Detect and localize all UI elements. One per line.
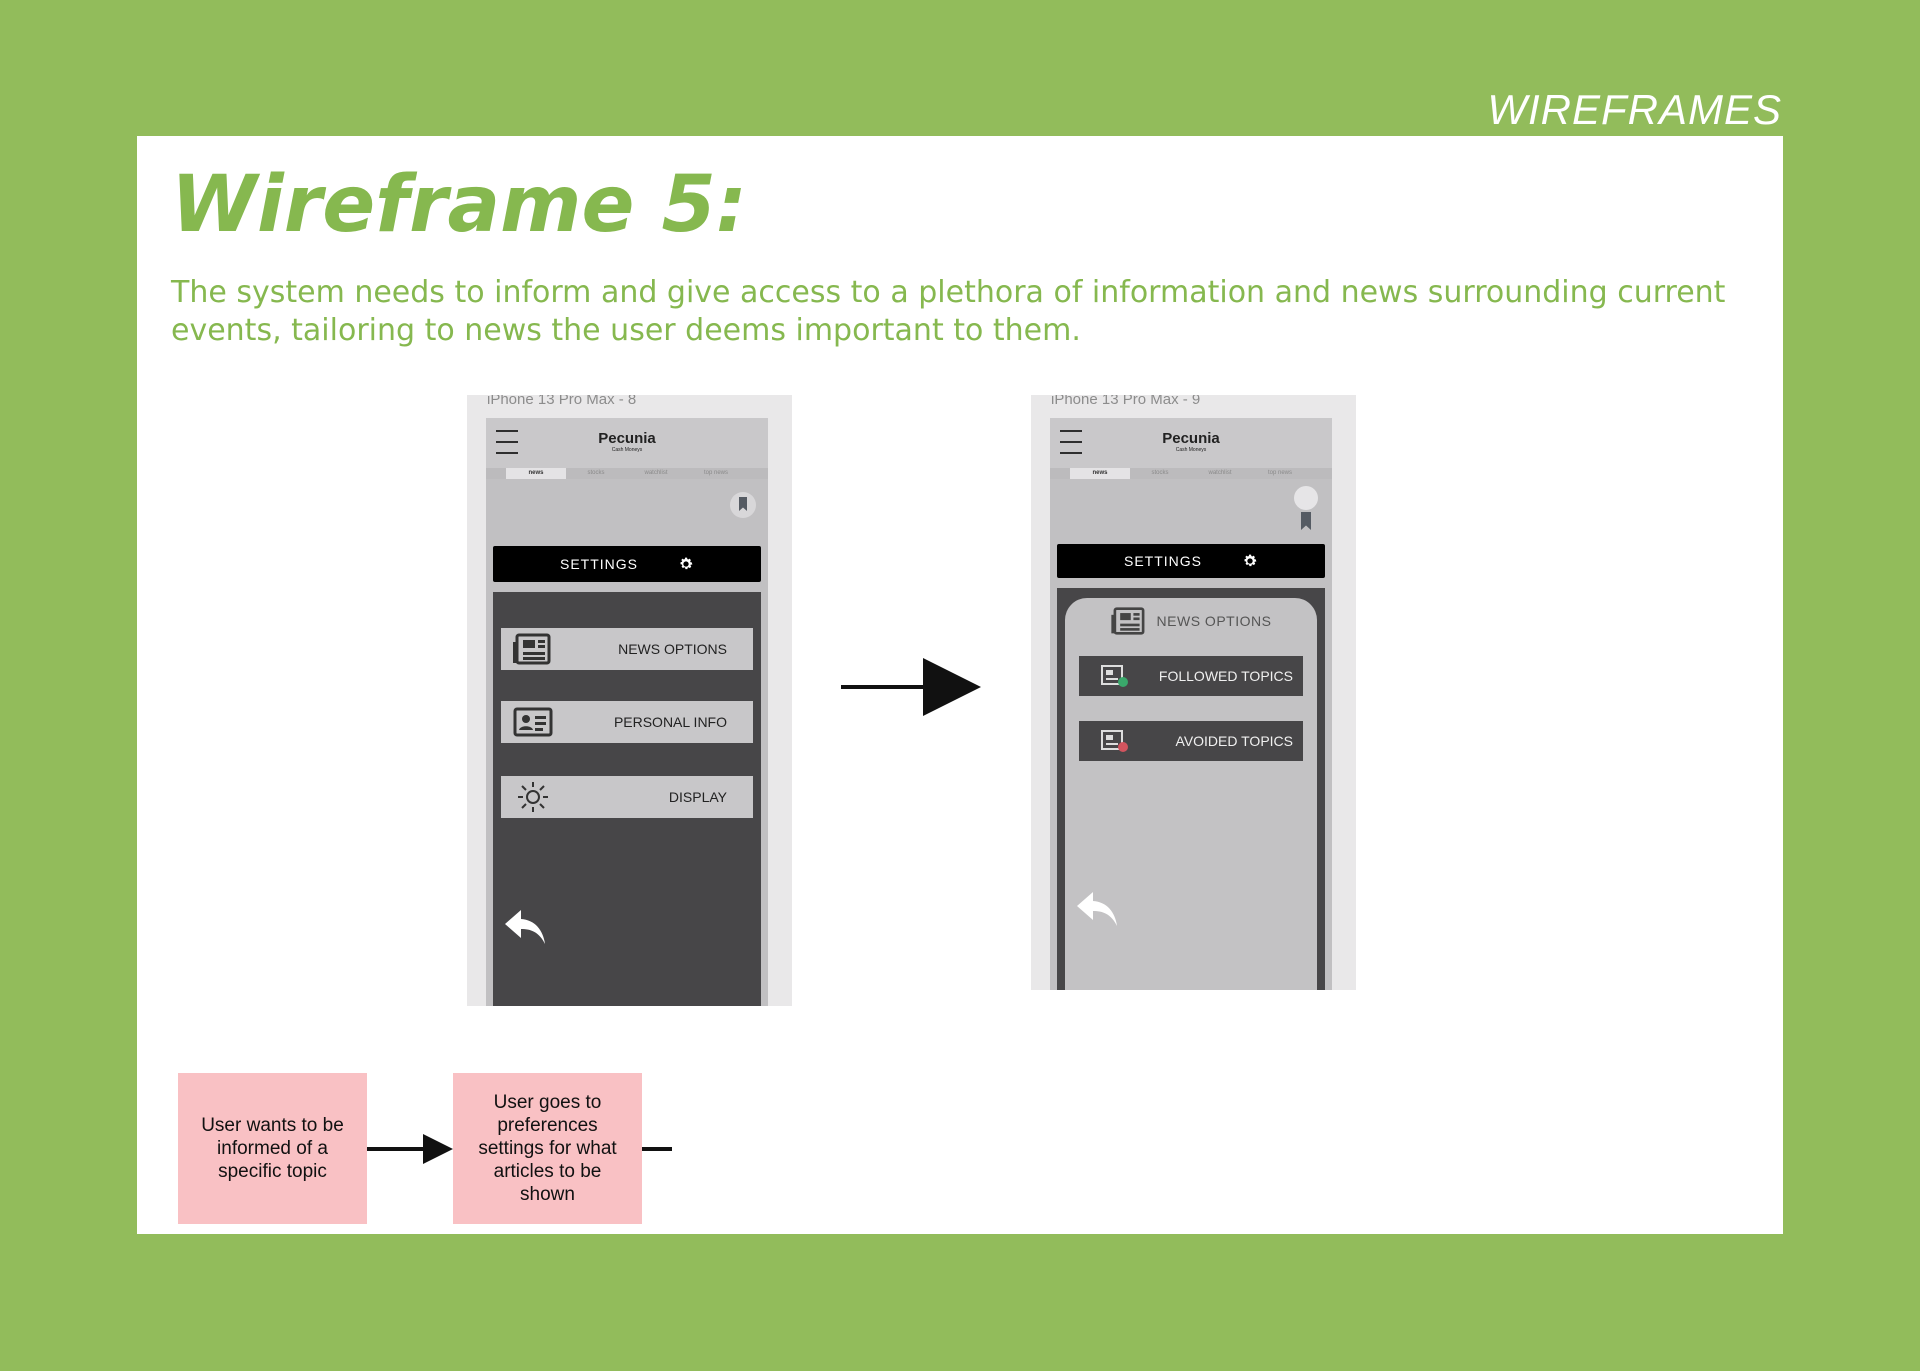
tab-news[interactable]: news [1070, 468, 1130, 479]
avoided-topics-button[interactable]: AVOIDED TOPICS [1079, 721, 1303, 761]
flow-note-step-2: User goes to preferences settings for wh… [453, 1073, 642, 1224]
news-options-header: NEWS OPTIONS [1065, 606, 1317, 636]
avoided-news-icon [1101, 730, 1128, 752]
tab-watchlist[interactable]: watchlist [1208, 470, 1232, 476]
app-brand: Pecunia [1162, 430, 1220, 447]
news-options-title: NEWS OPTIONS [1156, 613, 1272, 629]
tab-news[interactable]: news [506, 468, 566, 479]
gear-icon [680, 557, 693, 570]
flow-connector [642, 1147, 672, 1151]
tab-top-news[interactable]: top news [703, 470, 728, 476]
followed-news-icon [1101, 665, 1128, 687]
wireframe-news-options-screen: iPhone 13 Pro Max - 9 Pecunia Cash Money… [1031, 395, 1356, 990]
app-tabs: news stocks watchlist top news [486, 468, 768, 479]
settings-label: SETTINGS [1123, 553, 1202, 569]
wireframe-settings-screen: iPhone 13 Pro Max - 8 Pecunia Cash Money… [467, 395, 792, 1006]
tab-stocks[interactable]: stocks [587, 470, 605, 476]
newspaper-icon [1110, 607, 1144, 635]
followed-topics-label: FOLLOWED TOPICS [1158, 668, 1293, 684]
page-description: The system needs to inform and give acce… [171, 275, 1726, 348]
device-label: iPhone 13 Pro Max - 8 [487, 395, 637, 408]
bookmark-icon[interactable] [1294, 486, 1320, 536]
sun-icon [518, 782, 548, 812]
app-tabs: news stocks watchlist top news [1050, 468, 1332, 479]
id-card-icon [513, 707, 553, 737]
section-label: WIREFRAMES [1487, 86, 1782, 133]
flow-arrow-icon [841, 658, 981, 716]
menu-item-label: PERSONAL INFO [613, 714, 727, 730]
avoided-topics-label: AVOIDED TOPICS [1175, 733, 1293, 749]
news-options-panel: NEWS OPTIONS FOLLOWED TOPICS AVOIDED TOP… [1057, 588, 1325, 990]
content-panel: Wireframe 5: The system needs to inform … [137, 136, 1783, 1234]
app-brand-subtitle: Cash Moneys [611, 447, 643, 453]
app-top-bar: Pecunia Cash Moneys [486, 418, 768, 468]
back-arrow-icon[interactable] [503, 904, 547, 948]
followed-topics-button[interactable]: FOLLOWED TOPICS [1079, 656, 1303, 696]
app-brand: Pecunia [598, 430, 656, 447]
flow-arrow-icon [367, 1134, 453, 1164]
menu-item-display[interactable]: DISPLAY [501, 776, 753, 818]
phone-screen: Pecunia Cash Moneys news stocks watchlis… [486, 418, 768, 1006]
gear-icon [1244, 554, 1257, 567]
device-label: iPhone 13 Pro Max - 9 [1051, 395, 1201, 408]
newspaper-icon [513, 633, 551, 665]
settings-label: SETTINGS [559, 556, 638, 572]
menu-item-personal-info[interactable]: PERSONAL INFO [501, 701, 753, 743]
tab-top-news[interactable]: top news [1267, 470, 1292, 476]
tab-watchlist[interactable]: watchlist [644, 470, 668, 476]
tab-stocks[interactable]: stocks [1151, 470, 1169, 476]
app-top-bar: Pecunia Cash Moneys [1050, 418, 1332, 468]
menu-item-label: NEWS OPTIONS [618, 641, 727, 657]
menu-item-label: DISPLAY [668, 789, 727, 805]
flow-note-step-1: User wants to be informed of a specific … [178, 1073, 367, 1224]
page-title: Wireframe 5: [171, 160, 747, 250]
hamburger-menu-icon[interactable] [1060, 430, 1082, 454]
bookmark-icon[interactable] [730, 492, 756, 518]
phone-screen: Pecunia Cash Moneys news stocks watchlis… [1050, 418, 1332, 990]
app-brand-subtitle: Cash Moneys [1175, 447, 1207, 453]
settings-bar[interactable]: SETTINGS [493, 546, 761, 582]
news-options-card: NEWS OPTIONS FOLLOWED TOPICS AVOIDED TOP… [1065, 598, 1317, 990]
menu-item-news-options[interactable]: NEWS OPTIONS [501, 628, 753, 670]
hamburger-menu-icon[interactable] [496, 430, 518, 454]
settings-panel: NEWS OPTIONS PERSONAL INFO DISPLAY [493, 592, 761, 1006]
settings-bar[interactable]: SETTINGS [1057, 544, 1325, 578]
back-arrow-icon[interactable] [1075, 886, 1119, 930]
